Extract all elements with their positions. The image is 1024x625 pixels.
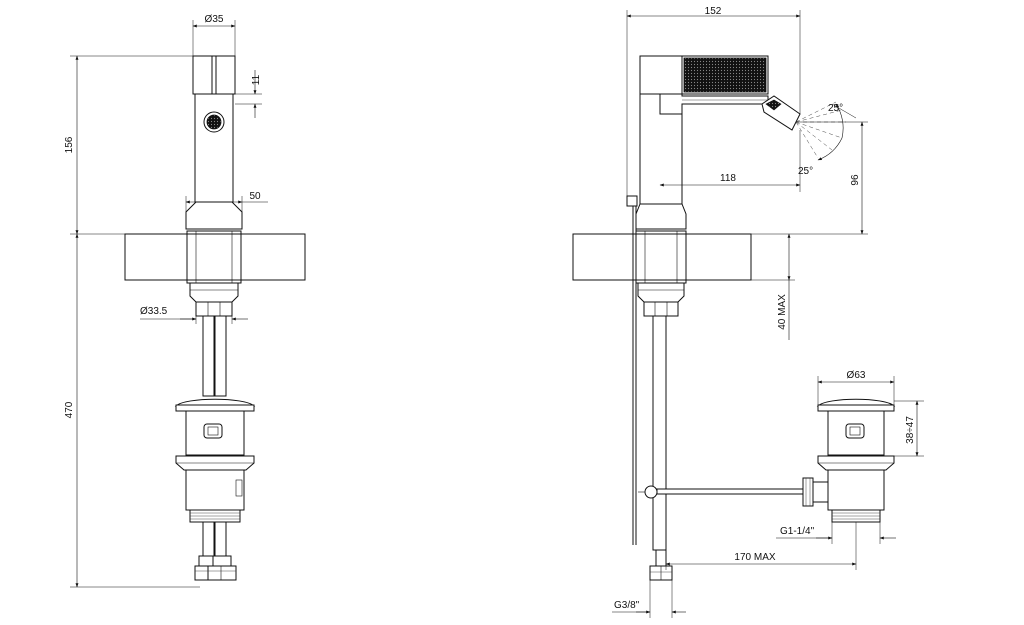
dim-outlet-height: 96 <box>850 174 861 186</box>
dim-shank-diameter: Ø33.5 <box>140 306 168 317</box>
front-dimensions: Ø35 11 156 470 50 <box>64 14 268 588</box>
front-lower-hoses <box>194 521 237 581</box>
side-waste-thread <box>832 512 880 520</box>
dim-overall-depth: 152 <box>705 6 722 17</box>
front-waste-thread <box>190 512 240 520</box>
front-fixing-nut <box>189 282 239 317</box>
side-dimensions: 152 25° 25° 118 96 40 MAX <box>612 6 924 618</box>
dim-spout-height: 156 <box>64 136 75 153</box>
dim-overall-length: 470 <box>64 401 75 418</box>
dim-waste-height: 38÷47 <box>905 416 916 444</box>
front-tap-body <box>185 55 243 230</box>
side-fixing-nut <box>637 282 685 317</box>
dim-hose-thread: G3/8" <box>614 600 640 611</box>
popup-rod <box>632 206 804 545</box>
dim-deck-thickness: 40 MAX <box>777 294 788 330</box>
dim-spout-reach: 118 <box>720 173 736 184</box>
dim-angle-down: 25° <box>798 166 813 177</box>
dim-base-width: 50 <box>249 191 261 202</box>
front-view: Ø35 11 156 470 50 <box>64 14 306 588</box>
dim-rod-length: 170 MAX <box>734 552 775 563</box>
dim-angle-up: 25° <box>828 103 843 114</box>
side-deck-section <box>572 230 752 284</box>
dim-waste-diameter: Ø63 <box>847 370 866 381</box>
dim-top-diameter: Ø35 <box>205 14 224 25</box>
front-flex-hoses <box>202 315 227 397</box>
side-tap-body <box>626 55 846 230</box>
dim-cartridge-height: 11 <box>251 74 262 85</box>
front-waste-assembly <box>174 398 256 523</box>
front-deck-section <box>124 230 306 284</box>
side-flex-hose <box>649 315 673 581</box>
side-waste-assembly <box>802 398 896 523</box>
side-view: 152 25° 25° 118 96 40 MAX <box>572 6 924 618</box>
dim-waste-thread: G1-1/4" <box>780 526 815 537</box>
